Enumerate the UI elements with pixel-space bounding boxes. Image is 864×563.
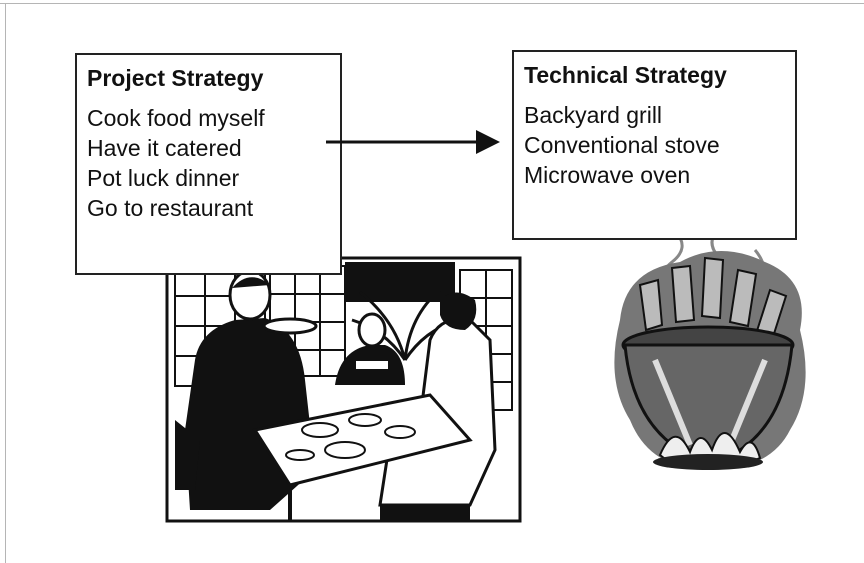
technical-strategy-item: Microwave oven [524, 162, 691, 188]
restaurant-scene-frame [165, 256, 522, 523]
project-strategy-item: Cook food myself [87, 105, 265, 131]
project-strategy-box: Project Strategy Cook food myself Have i… [75, 53, 342, 275]
cooking-pot-group [614, 227, 806, 470]
project-strategy-title: Project Strategy [87, 65, 264, 91]
frame-top-border [0, 3, 864, 4]
technical-strategy-title: Technical Strategy [524, 62, 727, 88]
frame-left-border [5, 3, 6, 563]
technical-strategy-item: Backyard grill [524, 102, 663, 128]
project-strategy-item: Pot luck dinner [87, 165, 240, 191]
arrow-head-icon [476, 130, 500, 154]
technical-strategy-item: Conventional stove [524, 132, 720, 158]
project-strategy-item: Have it catered [87, 135, 242, 161]
project-strategy-item: Go to restaurant [87, 195, 254, 221]
technical-strategy-box: Technical Strategy Backyard grill Conven… [512, 50, 797, 240]
